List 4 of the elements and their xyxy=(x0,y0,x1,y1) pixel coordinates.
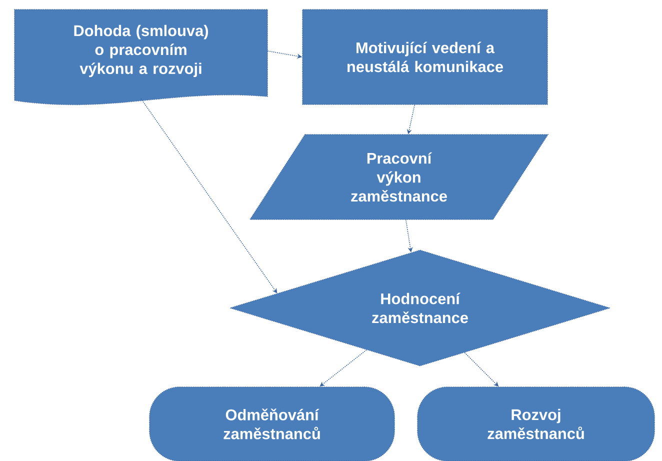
rounded-box: Rozvoj zaměstnanců xyxy=(417,386,655,461)
rounded-box: Odměňování zaměstnanců xyxy=(149,386,395,461)
arrow xyxy=(140,98,278,294)
process-box: Motivující vedení a neustálá komunikace xyxy=(302,9,548,105)
